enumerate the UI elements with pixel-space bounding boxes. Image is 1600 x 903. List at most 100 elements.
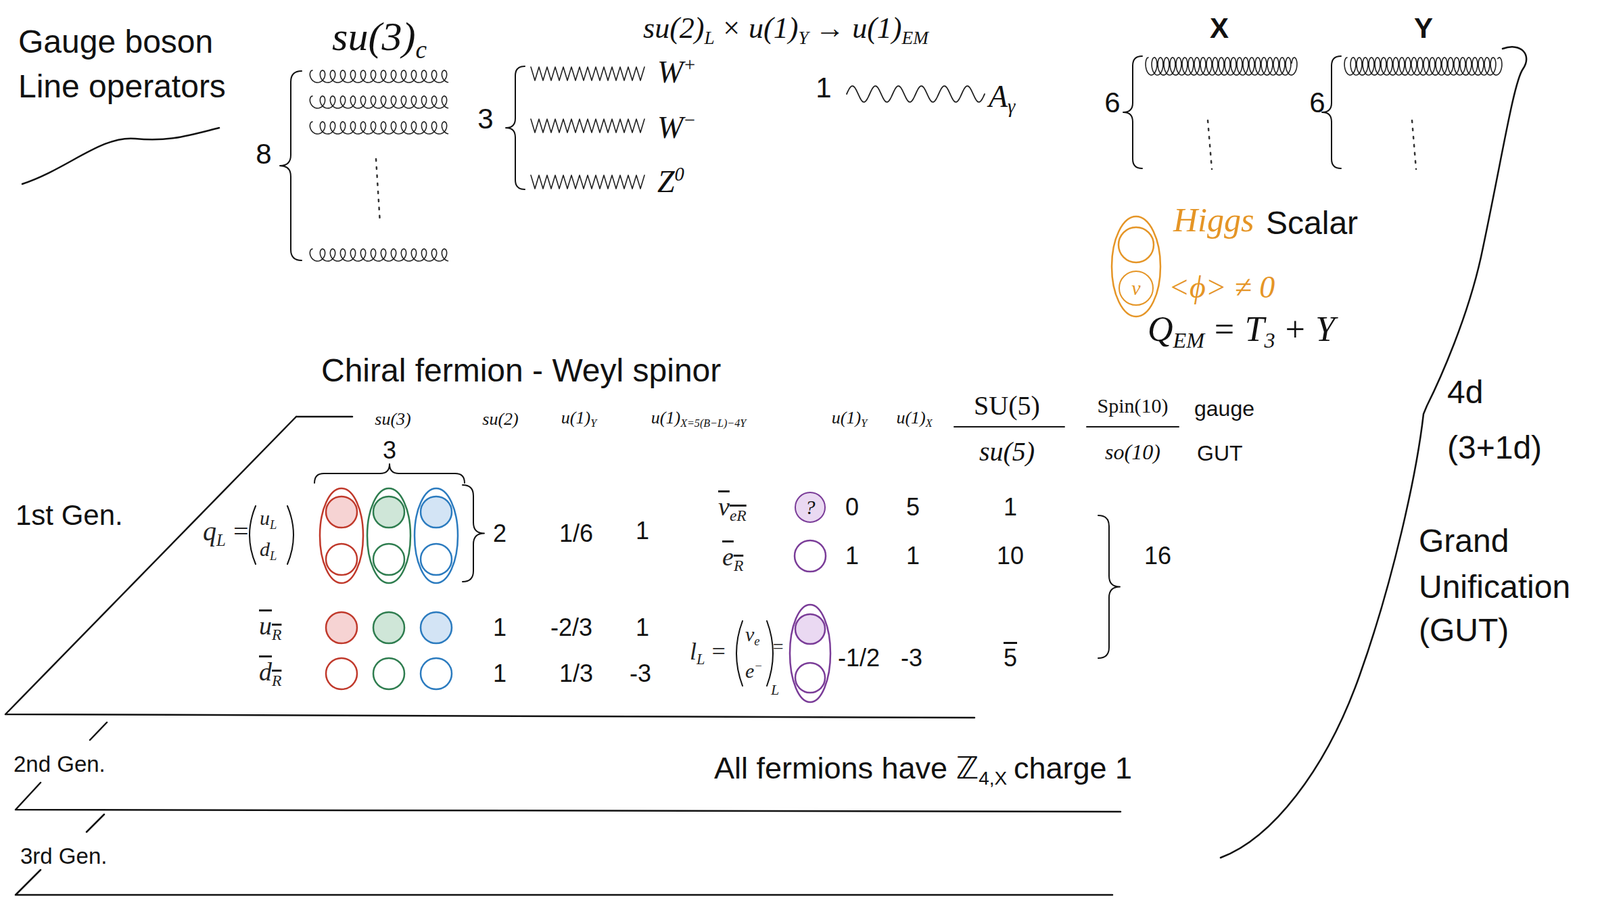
label-text: Y [1414,12,1433,44]
label-text: Line operators [18,68,226,105]
subscript: Y [797,27,809,49]
label-group: dR [259,658,282,689]
weak-boson-line [530,119,645,133]
label-group: so(10) [1104,440,1161,463]
subscript: R [271,624,282,643]
label-text: -2/3 [550,613,593,642]
node-text: ? [805,497,816,518]
label-group: 3 [382,438,397,463]
label-text: 6 [1104,86,1120,119]
label-text: 1 [906,541,920,570]
subscript: L [269,517,277,532]
label-text: 8 [255,137,272,170]
label-text: W [657,54,684,90]
label-text: Grand [1418,522,1509,559]
label-text: su(2) [643,11,704,45]
label-group: -1/2 [837,645,880,671]
brace [462,484,485,582]
label-text: X [1209,12,1229,44]
label-text: = [710,637,727,665]
subscript: Y [590,417,597,430]
label-group: u(1)Y [561,409,597,429]
higgs-ellipse [1111,216,1161,317]
ellipsis-dots [375,158,381,224]
ellipsis-dots [1412,120,1417,170]
label-text: 16 [1144,541,1172,570]
subscript: L [269,548,277,563]
fraction-line [1086,426,1179,428]
label-text: Chiral fermion - Weyl spinor [321,352,721,389]
label-text: e [722,542,734,571]
label-text: 5 [1003,643,1018,672]
label-text: = [231,515,251,547]
label-group: 4d [1447,375,1484,409]
label-group: Line operators [18,70,226,103]
label-text: SU(5) [973,390,1041,421]
label-text: GUT [1196,440,1243,466]
label-text: 1st Gen. [15,499,124,531]
label-text: su(2) [482,409,519,429]
label-text: Scalar [1265,204,1358,241]
label-text: -3 [629,659,652,688]
label-text: ν [745,622,755,646]
label-text: (GUT) [1418,612,1509,648]
label-group: uL [259,507,277,532]
label-text: 3rd Gen. [20,843,107,869]
label-text: 2nd Gen. [13,751,106,777]
label-group: νe [745,624,761,648]
subscript: EM [902,27,929,49]
label-text: l [689,637,697,665]
label-group: u(1)X [896,409,932,429]
label-group: 6 [1104,88,1120,117]
lepton-doublet-ellipse [789,604,831,702]
weak-boson-line [530,66,645,81]
weak-boson-line [530,175,645,189]
label-group: su(3)c [332,16,427,63]
superscript: − [683,109,696,131]
label-text: 3 [477,102,493,135]
subscript: L [216,530,226,550]
label-group: -3 [629,661,652,686]
label-group: W+ [657,55,697,88]
label-text: 1 [1003,492,1018,521]
label-group: (GUT) [1418,614,1509,647]
label-text: q [202,515,217,547]
label-group: 1 [1003,495,1018,520]
label-text: gauge [1194,396,1255,421]
label-group: 2 [492,521,507,546]
label-group: 6 [1309,88,1325,117]
label-group: L [770,682,780,698]
label-group: 1 [635,518,650,544]
label-group: 0 [845,495,859,520]
label-text: Z [657,164,675,199]
subscript: R [271,670,282,689]
label-group: 8 [255,139,272,169]
label-group: 1/6 [559,521,594,546]
down-quark-circle [420,543,452,575]
up-antiquark-circle [373,612,405,644]
label-group: gauge [1194,397,1255,420]
superscript: + [683,54,696,76]
label-group: X [1209,14,1229,43]
label-group: dL [259,538,277,563]
subscript: e [754,633,760,648]
label-text: 4d [1447,373,1484,410]
up-antiquark-circle [420,612,452,644]
label-text: + Y [1282,309,1335,349]
label-group: 1 [845,543,859,569]
label-text: u(1) [651,407,681,428]
generation-plane [5,416,975,718]
label-group: Higgs [1173,202,1254,237]
label-group: su(5) [979,438,1035,466]
up-quark-circle [420,496,452,528]
gluon-line [309,121,448,134]
label-group: 3rd Gen. [20,844,107,867]
subscript: Y [860,417,867,430]
label-group: 1 [492,661,507,686]
higgs-circle [1118,227,1154,263]
down-quark-circle [325,543,358,575]
label-text: su(5) [979,436,1035,467]
subscript: X=5(B−L)−4Y [680,417,746,430]
label-text: 1 [492,613,507,642]
label-text: Q [1147,309,1174,349]
